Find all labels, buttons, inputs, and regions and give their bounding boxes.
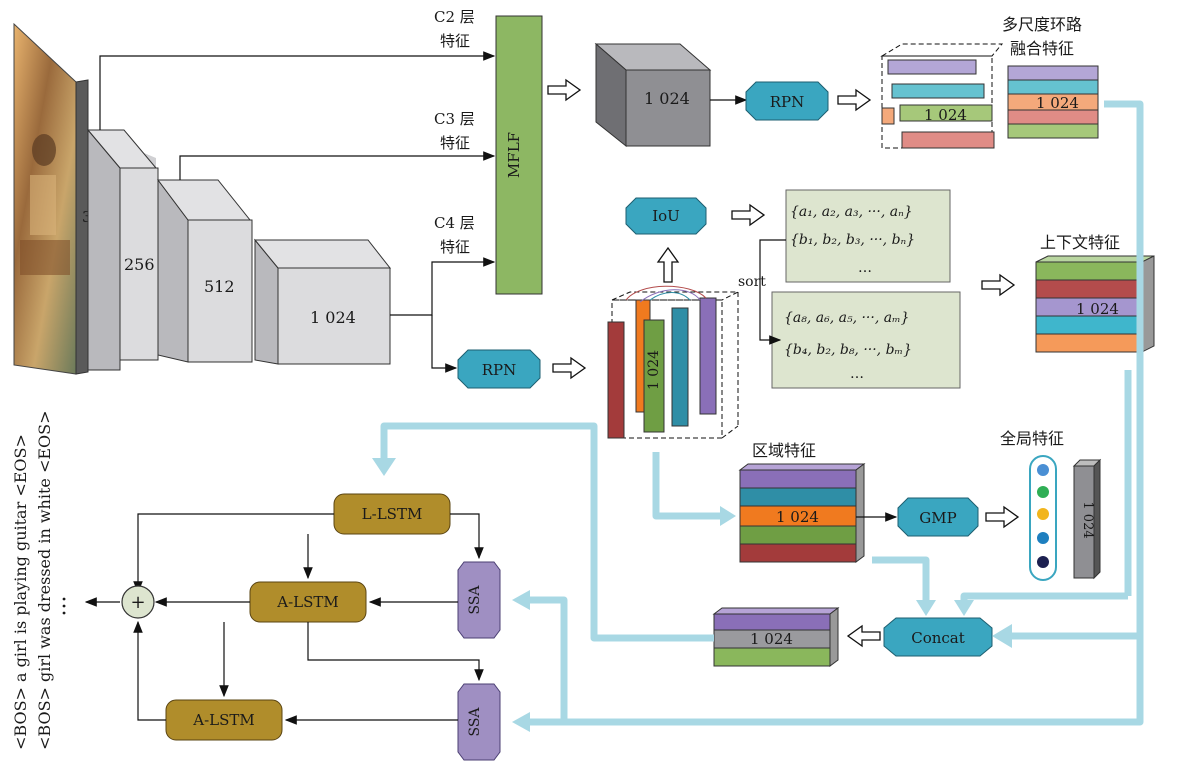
set-b: {b₁, b₂, b₃, ···, bₙ} <box>790 232 915 248</box>
ssa-block-2[interactable]: SSA <box>458 684 500 760</box>
context-stack: 1 024 <box>1036 256 1154 352</box>
sorted-set-a: {a₈, a₆, a₅, ···, aₘ} <box>784 310 910 326</box>
region-stack: 1 024 <box>740 464 864 562</box>
plus-circle-icon: + <box>122 586 154 618</box>
channel-label-512: 512 <box>204 277 235 296</box>
conv-block-1024: 1 024 <box>255 240 390 364</box>
channel-label-1024: 1 024 <box>310 308 356 327</box>
caption-line-1: <BOS> a girl is playing guitar <EOS> <box>11 434 30 750</box>
multiscale-stack: 1 024 <box>1008 66 1098 138</box>
set-panel-top: {a₁, a₂, a₃, ···, aₙ} {b₁, b₂, b₃, ···, … <box>786 190 950 282</box>
caption-line-2: <BOS> girl was dressed in white <EOS> <box>35 410 54 750</box>
global-1024: 1 024 <box>1080 501 1095 538</box>
multiscale-proposals: 1 024 <box>882 44 1002 148</box>
set-bottom-ellipsis: … <box>850 366 864 382</box>
global-vector: 1 024 <box>1074 460 1100 578</box>
multiscale-stack-1024: 1 024 <box>1036 94 1079 112</box>
concat-label: Concat <box>911 629 965 647</box>
ssa-label-2: SSA <box>467 707 483 737</box>
c4-feat-label: 特征 <box>440 238 470 256</box>
context-title: 上下文特征 <box>1040 233 1120 252</box>
dotted-global-vector-icon <box>1030 456 1056 580</box>
region-title: 区域特征 <box>752 441 816 460</box>
plus-label: + <box>130 592 145 613</box>
channel-label-256: 256 <box>124 255 155 274</box>
a-lstm-block-2[interactable]: A-LSTM <box>166 700 282 740</box>
fused-stack: 1 024 <box>714 608 838 666</box>
iou-block: IoU <box>626 198 706 234</box>
ssa-block-1[interactable]: SSA <box>458 562 500 638</box>
rpn-bottom-label: RPN <box>482 361 517 379</box>
ssa-label-1: SSA <box>467 585 483 615</box>
gmp-block: GMP <box>898 498 978 536</box>
c2-label: C2 层 <box>434 8 475 26</box>
concat-block: Concat <box>884 618 992 656</box>
rpn-top: RPN <box>746 82 828 120</box>
l-lstm-label: L-LSTM <box>362 505 423 523</box>
sorted-set-b: {b₄, b₂, b₈, ···, bₘ} <box>784 342 912 358</box>
proposals-1024: 1 024 <box>646 350 662 390</box>
multiscale-title-1: 多尺度环路 <box>1002 15 1082 34</box>
multiscale-1024: 1 024 <box>924 106 967 124</box>
mflf-label: MFLF <box>505 132 523 178</box>
cube-1024: 1 024 <box>596 44 710 146</box>
region-proposals-3d: 1 024 <box>608 286 738 438</box>
output-dots: ··· <box>53 596 78 617</box>
mflf-block: MFLF <box>496 16 542 294</box>
l-lstm-block[interactable]: L-LSTM <box>334 494 450 534</box>
c4-label: C4 层 <box>434 214 475 232</box>
rpn-top-label: RPN <box>770 93 805 111</box>
conv-block-256: 256 <box>88 130 158 370</box>
c3-label: C3 层 <box>434 110 475 128</box>
set-top-ellipsis: … <box>858 260 872 276</box>
iou-label: IoU <box>652 207 680 225</box>
sort-label: sort <box>738 274 766 290</box>
set-panel-bottom: {a₈, a₆, a₅, ···, aₘ} {b₄, b₂, b₈, ···, … <box>772 292 960 388</box>
region-1024: 1 024 <box>776 508 819 526</box>
conv-block-512: 512 <box>158 180 252 362</box>
gmp-label: GMP <box>919 509 956 527</box>
multiscale-title-2: 融合特征 <box>1010 39 1074 58</box>
c2-feat-label: 特征 <box>440 32 470 50</box>
a-lstm-block-1[interactable]: A-LSTM <box>250 582 366 622</box>
context-1024: 1 024 <box>1076 300 1119 318</box>
a-lstm-label-1: A-LSTM <box>276 593 339 611</box>
a-lstm-label-2: A-LSTM <box>192 711 255 729</box>
set-a: {a₁, a₂, a₃, ···, aₙ} <box>790 204 913 220</box>
rpn-bottom: RPN <box>458 350 540 388</box>
fused-1024: 1 024 <box>750 630 793 648</box>
cube-1024-label: 1 024 <box>644 89 690 108</box>
global-title: 全局特征 <box>1000 429 1064 448</box>
c3-feat-label: 特征 <box>440 134 470 152</box>
input-image: 3 <box>14 24 92 374</box>
